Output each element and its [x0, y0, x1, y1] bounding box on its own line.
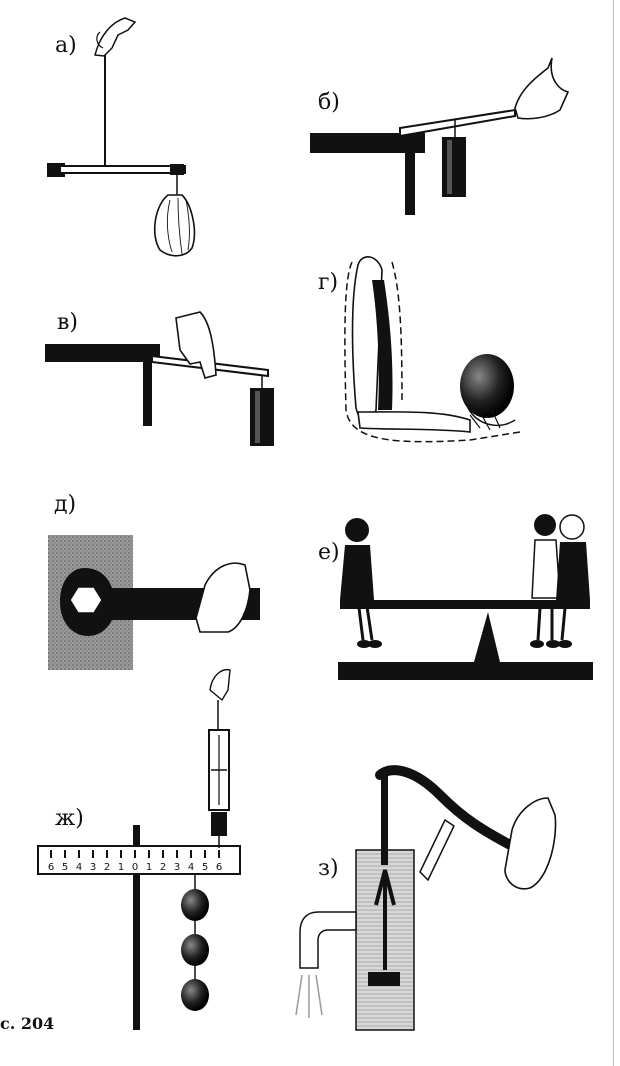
panel-z-drawing	[295, 765, 557, 1031]
wrench	[60, 568, 200, 636]
weight-ball	[181, 889, 209, 921]
panel-label-d: д)	[54, 492, 77, 517]
panel-label-e: е)	[318, 540, 340, 565]
panel-label-v: в)	[57, 310, 78, 335]
panel-label-g: г)	[318, 270, 339, 295]
child-right1-body	[531, 539, 561, 599]
tick-label: 0	[132, 862, 138, 873]
child-right2-head	[559, 514, 585, 540]
tick-label: 5	[202, 862, 208, 873]
weight	[250, 388, 274, 446]
panel-d-drawing	[48, 535, 260, 670]
ruler	[37, 845, 241, 875]
lever-rod	[59, 165, 186, 174]
child-left-head	[345, 518, 369, 542]
panel-e-drawing	[338, 514, 593, 680]
panel-label-zh: ж)	[55, 806, 84, 831]
panel-zh-drawing: 6 5 4 3 2 1 0 1 2 3 4 5 6	[37, 668, 241, 1030]
tick-label: 2	[160, 862, 166, 873]
child-left-body	[340, 545, 374, 600]
table-top	[45, 344, 160, 362]
tick-label: 4	[76, 862, 82, 873]
table-leg	[405, 145, 415, 215]
panel-g-drawing	[344, 256, 521, 443]
panel-label-a: а)	[55, 33, 77, 58]
tick-label: 4	[188, 862, 194, 873]
page-edge-line	[613, 0, 614, 1066]
forearm-bones	[357, 411, 471, 433]
hand	[175, 311, 217, 379]
ruler-tick-marks	[50, 850, 220, 858]
weight-ball	[181, 934, 209, 966]
tick-label: 1	[118, 862, 124, 873]
stand-rod	[133, 825, 140, 1030]
piston-rod	[374, 869, 396, 970]
fulcrum	[474, 612, 500, 662]
pump-handle	[375, 765, 545, 865]
panel-v-drawing	[45, 311, 274, 446]
panel-a-drawing	[47, 17, 196, 257]
water-stream	[295, 974, 323, 1018]
hand	[504, 797, 557, 890]
bag	[153, 194, 196, 257]
tick-label: 5	[62, 862, 68, 873]
tick-label: 1	[146, 862, 152, 873]
child-right2-body	[556, 542, 590, 600]
weight	[442, 137, 466, 197]
hand	[514, 57, 570, 120]
hex-nut	[69, 586, 103, 614]
figure-caption: с. 204	[0, 1014, 55, 1033]
panel-label-z: з)	[318, 856, 339, 881]
hand	[94, 17, 137, 57]
tick-label: 3	[90, 862, 96, 873]
ruler-tick-labels: 6 5 4 3 2 1 0 1 2 3 4 5 6	[48, 862, 222, 873]
child-right1-head	[534, 514, 556, 536]
ground	[338, 662, 593, 680]
piston	[368, 972, 400, 986]
tick-label: 2	[104, 862, 110, 873]
hand	[195, 562, 251, 633]
spout	[299, 911, 357, 969]
arm-outline-outer	[344, 261, 521, 443]
seesaw-board	[340, 600, 590, 609]
biceps-muscle	[372, 280, 393, 410]
panel-label-b: б)	[318, 90, 340, 115]
panel-b-drawing	[310, 57, 570, 215]
tick-label: 6	[48, 862, 54, 873]
lever-rod	[399, 108, 516, 138]
table-leg	[143, 356, 152, 426]
hand	[209, 668, 231, 702]
table-top	[310, 133, 425, 153]
tick-label: 6	[216, 862, 222, 873]
ball	[460, 354, 514, 418]
weight-ball	[181, 979, 209, 1011]
tick-label: 3	[174, 862, 180, 873]
